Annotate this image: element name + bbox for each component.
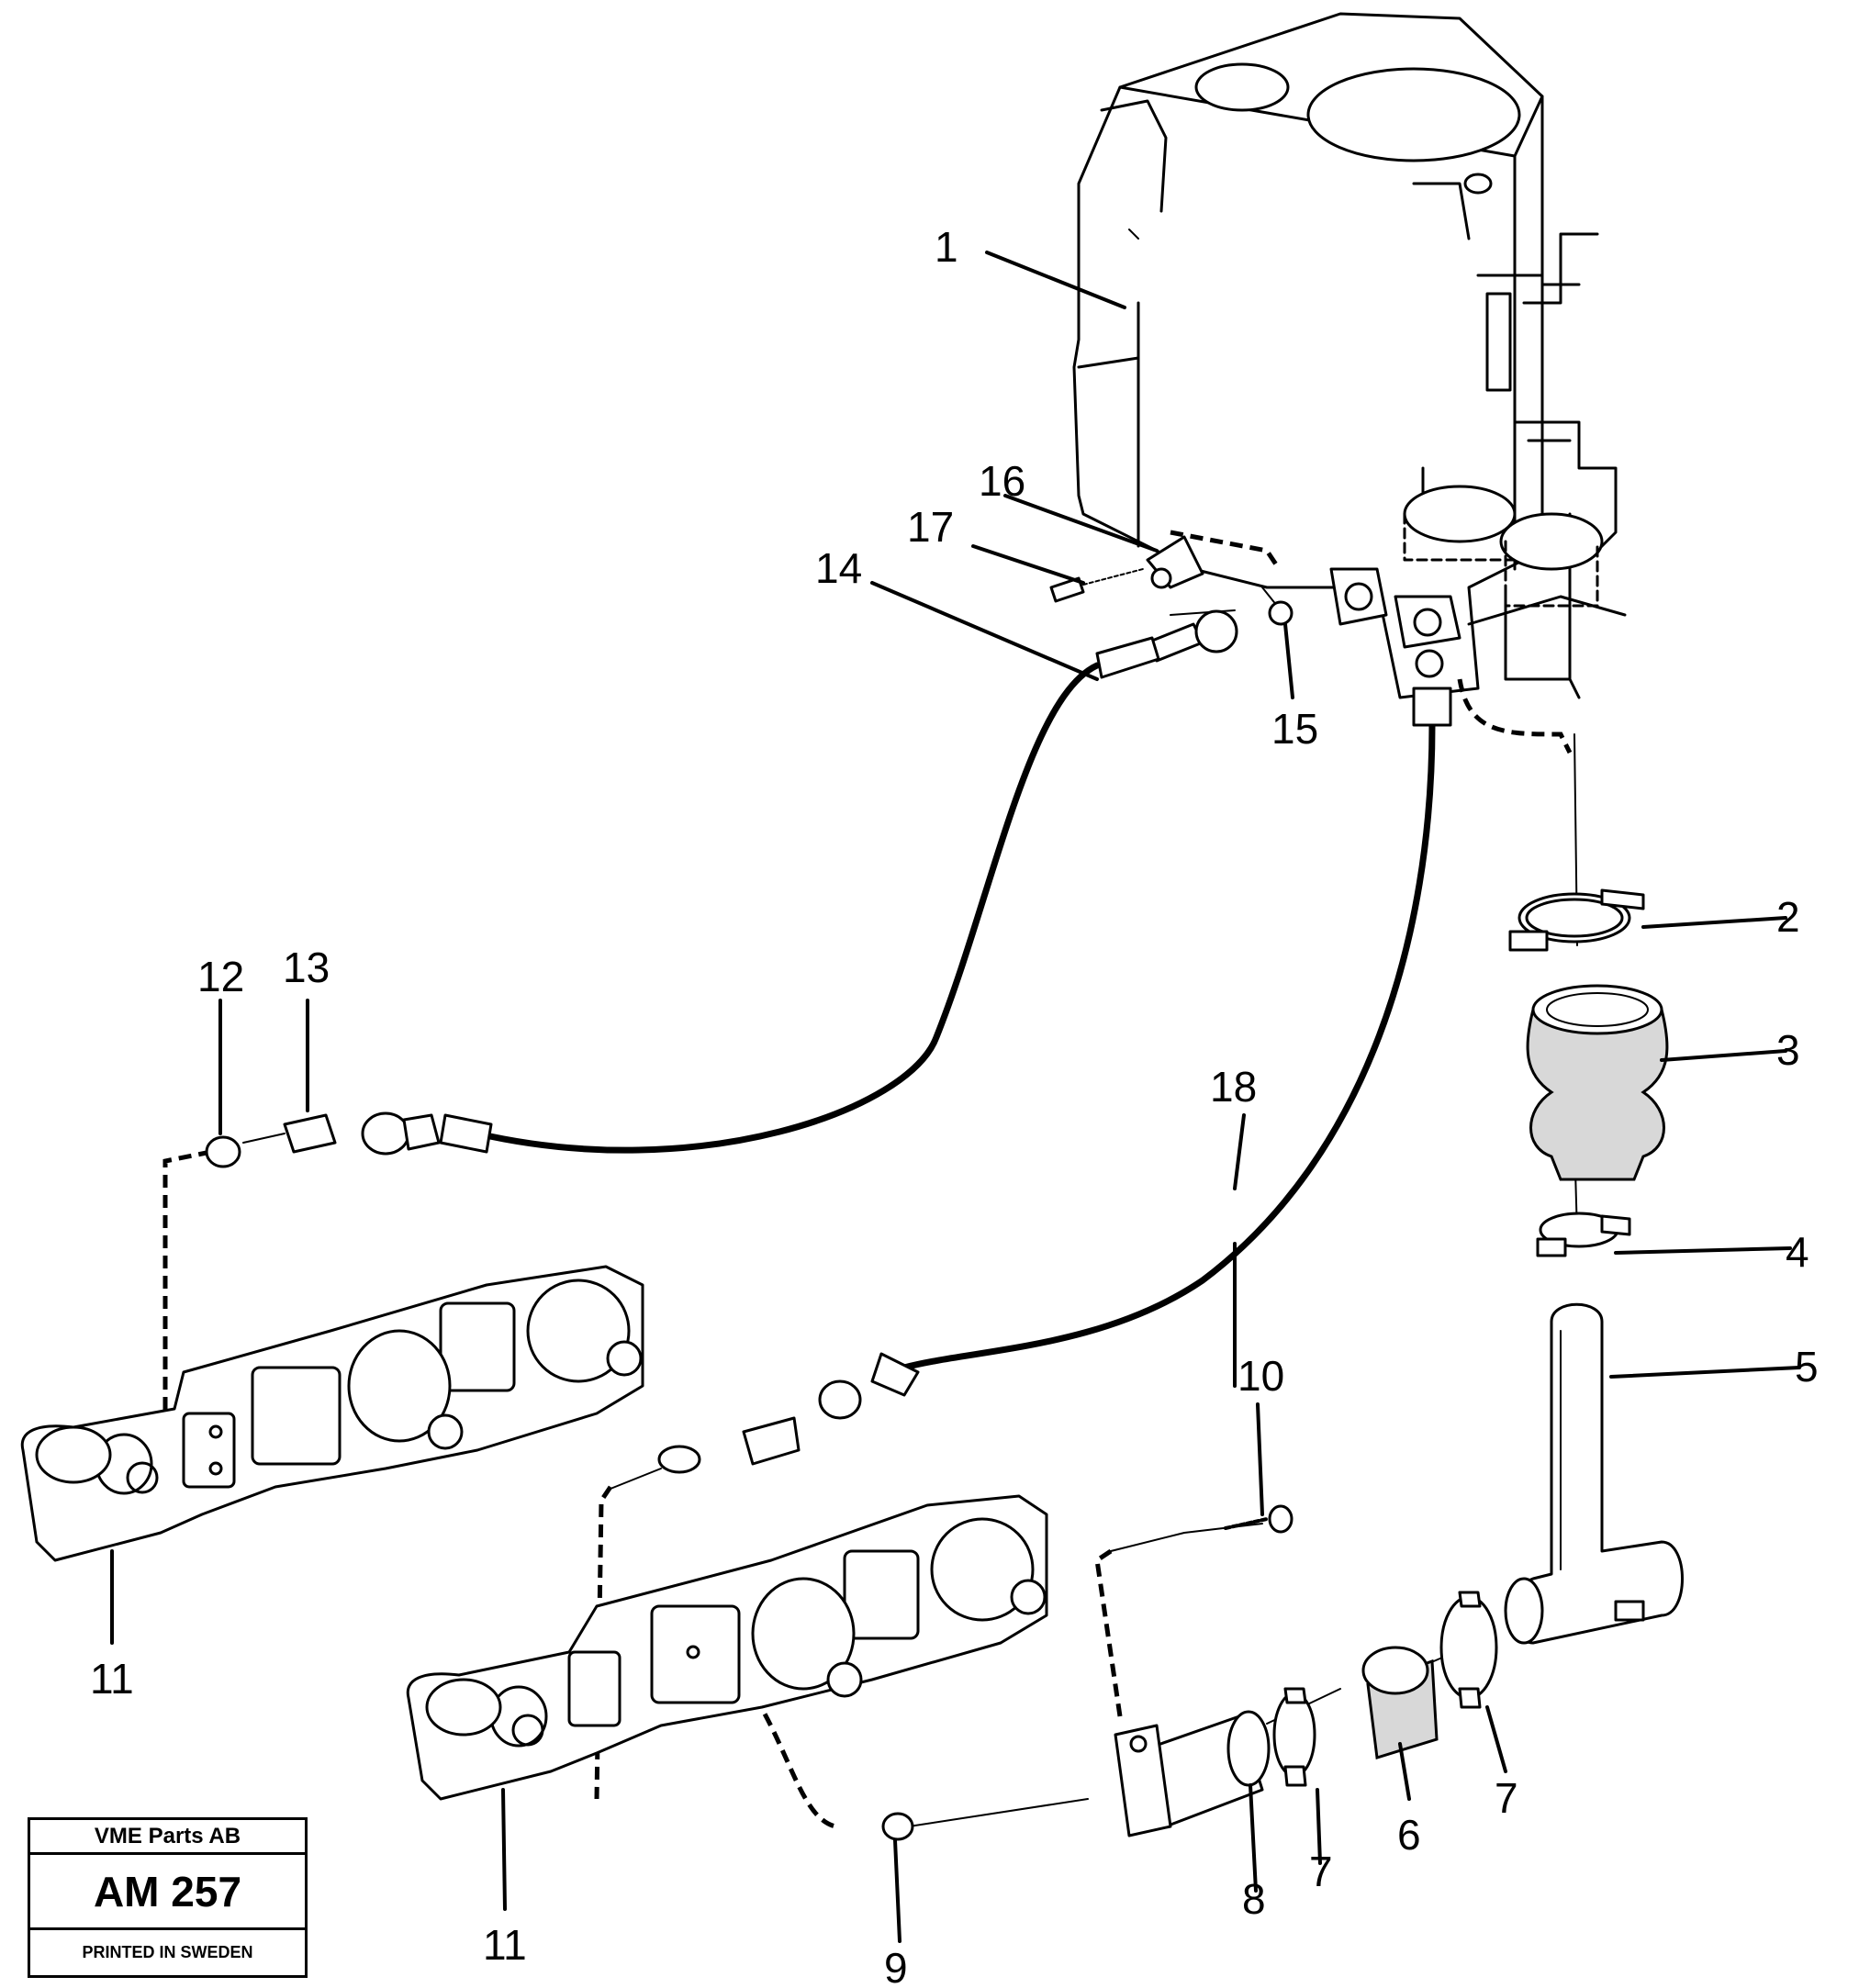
callout-7-right: 7 bbox=[1495, 1774, 1518, 1822]
rubber-hose-6 bbox=[1361, 1646, 1439, 1759]
hydraulic-pump-11-upper bbox=[20, 1265, 644, 1562]
callout-15: 15 bbox=[1271, 705, 1318, 753]
callout-6: 6 bbox=[1397, 1811, 1421, 1859]
leader-lines bbox=[110, 251, 1801, 1943]
callout-8: 8 bbox=[1242, 1875, 1266, 1923]
hydraulic-pump-11-lower bbox=[406, 1494, 1048, 1801]
hose-clamp-7-right bbox=[1439, 1591, 1498, 1709]
callout-12: 12 bbox=[197, 953, 244, 1000]
connection-line-2 bbox=[1457, 678, 1573, 754]
diagram-code: AM 257 bbox=[30, 1855, 305, 1930]
hose-18 bbox=[657, 649, 1452, 1474]
company-name: VME Parts AB bbox=[30, 1820, 305, 1855]
callout-11-upper: 11 bbox=[90, 1655, 134, 1703]
title-block: VME Parts AB AM 257 PRINTED IN SWEDEN bbox=[28, 1817, 308, 1978]
rubber-bellow-3 bbox=[1526, 984, 1669, 1181]
connection-line-9a bbox=[594, 1485, 613, 1800]
nipple-13 bbox=[242, 1113, 337, 1154]
tank-outlet-pipes bbox=[1403, 466, 1604, 699]
callout-11-lower: 11 bbox=[483, 1921, 527, 1969]
callout-1: 1 bbox=[935, 223, 958, 271]
callout-2: 2 bbox=[1776, 893, 1800, 941]
callout-3: 3 bbox=[1776, 1026, 1800, 1074]
callout-10: 10 bbox=[1237, 1352, 1284, 1400]
callout-4: 4 bbox=[1786, 1228, 1809, 1276]
flange-16-17 bbox=[1049, 535, 1461, 649]
hose-clamp-2 bbox=[1508, 888, 1645, 952]
leader-18 bbox=[1233, 1113, 1246, 1190]
hose-clamp-4 bbox=[1536, 1212, 1631, 1257]
screw-10 bbox=[1224, 1504, 1293, 1534]
suction-pipe-5 bbox=[1504, 1302, 1684, 1645]
hydraulic-tank bbox=[1072, 12, 1627, 699]
callout-16: 16 bbox=[979, 457, 1025, 505]
o-ring-9 bbox=[881, 1812, 914, 1841]
callout-7-left: 7 bbox=[1309, 1848, 1333, 1895]
callout-9: 9 bbox=[884, 1944, 908, 1988]
callout-14: 14 bbox=[815, 544, 862, 592]
o-ring-12 bbox=[205, 1135, 241, 1168]
connection-line-10 bbox=[1094, 1548, 1123, 1717]
hose-clamp-7-left bbox=[1272, 1687, 1316, 1787]
printed-note: PRINTED IN SWEDEN bbox=[82, 1943, 253, 1961]
connection-line-16 bbox=[1170, 530, 1279, 566]
callout-13: 13 bbox=[283, 944, 330, 991]
callout-5: 5 bbox=[1795, 1343, 1819, 1390]
callout-17: 17 bbox=[907, 503, 954, 551]
pipe-8 bbox=[1114, 1710, 1271, 1837]
hose-14 bbox=[361, 600, 1293, 1156]
callout-18: 18 bbox=[1210, 1063, 1257, 1111]
connection-line-12 bbox=[162, 1149, 212, 1478]
